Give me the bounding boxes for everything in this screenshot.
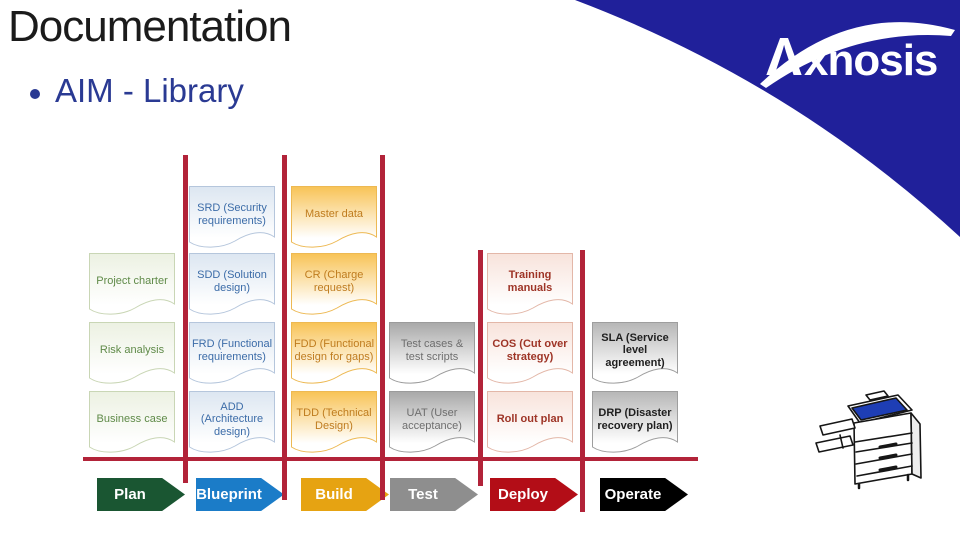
divider-line-4 <box>478 250 483 486</box>
document-label: UAT (User acceptance) <box>402 407 462 432</box>
phase-label: Blueprint <box>196 486 262 503</box>
document-label: FRD (Functional requirements) <box>191 338 273 363</box>
document-shape <box>89 253 175 315</box>
phase-chevron-operate: Operate <box>600 478 688 511</box>
document-cr-charge-request: CR (Charge request) <box>291 253 377 321</box>
divider-line-2 <box>282 155 287 500</box>
document-master-data: Master data <box>291 186 377 254</box>
document-sla-service-level-agreement: SLA (Service level agreement) <box>592 322 678 390</box>
document-project-charter: Project charter <box>89 253 175 321</box>
phase-chevron-build: Build <box>301 478 389 511</box>
document-uat-user-acceptance: UAT (User acceptance) <box>389 391 475 459</box>
document-business-case: Business case <box>89 391 175 459</box>
photocopier-clipart-icon <box>815 390 922 490</box>
document-shape <box>487 322 573 384</box>
document-shape <box>189 186 275 248</box>
phase-chevron-blueprint: Blueprint <box>196 478 284 511</box>
document-label: Training manuals <box>507 269 553 294</box>
document-shape <box>487 391 573 453</box>
document-shape <box>389 391 475 453</box>
document-shape <box>291 253 377 315</box>
bullet-marker-icon <box>30 88 40 99</box>
document-shape <box>291 391 377 453</box>
document-fdd-functional-design-for-gaps: FDD (Functional design for gaps) <box>291 322 377 390</box>
document-risk-analysis: Risk analysis <box>89 322 175 390</box>
document-shape <box>89 322 175 384</box>
document-label: SRD (Security requirements) <box>197 202 267 227</box>
document-shape <box>89 391 175 453</box>
document-label: SLA (Service level agreement) <box>601 331 669 369</box>
document-shape <box>189 322 275 384</box>
corner-banner: Λ xnosis <box>575 0 960 237</box>
document-shape <box>189 391 275 453</box>
document-label: Master data <box>304 208 364 221</box>
document-roll-out-plan: Roll out plan <box>487 391 573 459</box>
document-label: FDD (Functional design for gaps) <box>293 338 375 363</box>
phase-label: Deploy <box>497 486 548 503</box>
document-shape <box>389 322 475 384</box>
document-label: CR (Charge request) <box>304 269 364 294</box>
document-cos-cut-over-strategy: COS (Cut over strategy) <box>487 322 573 390</box>
document-shape <box>189 253 275 315</box>
divider-line-3 <box>380 155 385 500</box>
baseline-rule <box>83 457 698 461</box>
document-label: Roll out plan <box>496 413 564 426</box>
axnosis-logo: Λ xnosis <box>760 22 955 88</box>
document-shape <box>487 253 573 315</box>
slide-title: Documentation <box>8 2 292 51</box>
logo-wordmark: xnosis <box>804 36 937 85</box>
document-drp-disaster-recovery-plan: DRP (Disaster recovery plan) <box>592 391 678 459</box>
document-shape <box>291 186 377 248</box>
phase-chevron-deploy: Deploy <box>490 478 578 511</box>
divider-line-1 <box>183 155 188 483</box>
document-label: SDD (Solution design) <box>197 269 267 294</box>
phase-chevron-plan: Plan <box>97 478 185 511</box>
document-label: ADD (Architecture design) <box>200 400 264 438</box>
bullet-item: AIM - Library <box>30 72 244 110</box>
document-test-cases-test-scripts: Test cases & test scripts <box>389 322 475 390</box>
phase-chevron-test: Test <box>390 478 478 511</box>
document-shape <box>592 322 678 384</box>
bullet-text: AIM - Library <box>55 72 244 109</box>
document-label: Project charter <box>96 275 168 288</box>
document-label: Risk analysis <box>99 344 165 357</box>
divider-line-5 <box>580 250 585 512</box>
document-srd-security-requirements: SRD (Security requirements) <box>189 186 275 254</box>
document-label: Test cases & test scripts <box>400 338 464 363</box>
document-training-manuals: Training manuals <box>487 253 573 321</box>
document-tdd-technical-design: TDD (Technical Design) <box>291 391 377 459</box>
document-sdd-solution-design: SDD (Solution design) <box>189 253 275 321</box>
phase-label: Build <box>315 486 353 503</box>
phase-label: Plan <box>114 486 146 503</box>
phase-label: Test <box>408 486 438 503</box>
document-frd-functional-requirements: FRD (Functional requirements) <box>189 322 275 390</box>
logo-swoosh-icon <box>760 22 955 88</box>
phase-label: Operate <box>604 486 662 503</box>
document-add-architecture-design: ADD (Architecture design) <box>189 391 275 459</box>
document-label: COS (Cut over strategy) <box>492 338 568 363</box>
document-shape <box>592 391 678 453</box>
document-label: DRP (Disaster recovery plan) <box>597 407 673 432</box>
document-shape <box>291 322 377 384</box>
logo-lambda: Λ <box>766 27 802 87</box>
document-label: Business case <box>96 413 168 426</box>
document-label: TDD (Technical Design) <box>296 407 372 432</box>
banner-shape <box>575 0 960 237</box>
